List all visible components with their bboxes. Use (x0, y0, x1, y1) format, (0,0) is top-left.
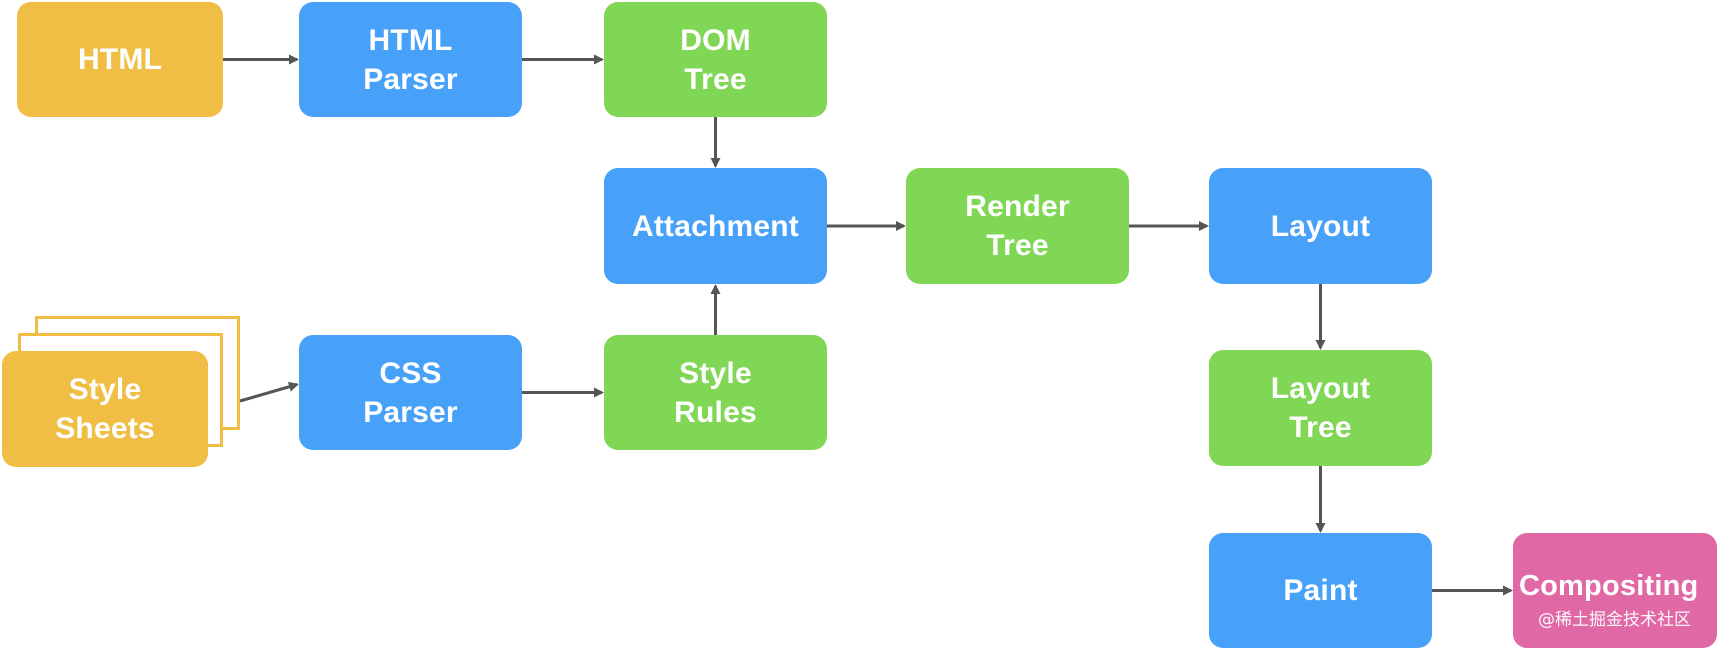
node-html-label: HTML (77, 43, 163, 76)
node-render-tree-label: Render Tree (965, 190, 1070, 262)
node-style-rules: Style Rules (604, 335, 827, 450)
watermark-text: @稀土掘金技术社区 (1538, 610, 1691, 630)
node-paint-label: Paint (1283, 574, 1358, 607)
node-style-sheets-label: Style Sheets (55, 373, 155, 445)
node-layout-tree: Layout Tree (1209, 350, 1432, 466)
node-html: HTML (17, 2, 223, 117)
node-style-rules-label: Style Rules (674, 356, 757, 429)
node-dom-tree: DOM Tree (604, 2, 827, 117)
arrow-style-sheets-to-css-parser (239, 381, 299, 403)
node-paint: Paint (1209, 533, 1432, 648)
node-attachment-label: Attachment (631, 209, 799, 243)
node-layout-label: Layout (1270, 209, 1371, 243)
node-html-parser: HTML Parser (299, 2, 522, 117)
node-css-parser-label: CSS Parser (363, 356, 458, 429)
node-layout-tree-label: Layout Tree (1270, 372, 1371, 444)
node-dom-tree-label: DOM Tree (680, 23, 751, 96)
node-compositing: Compositing (1513, 533, 1717, 648)
node-attachment: Attachment (604, 168, 827, 284)
node-compositing-label: Compositing (1519, 570, 1699, 602)
node-render-tree: Render Tree (906, 168, 1129, 284)
node-css-parser: CSS Parser (299, 335, 522, 450)
node-layout: Layout (1209, 168, 1432, 284)
node-html-parser-label: HTML Parser (363, 23, 458, 96)
node-style-sheets: Style Sheets (2, 351, 208, 467)
